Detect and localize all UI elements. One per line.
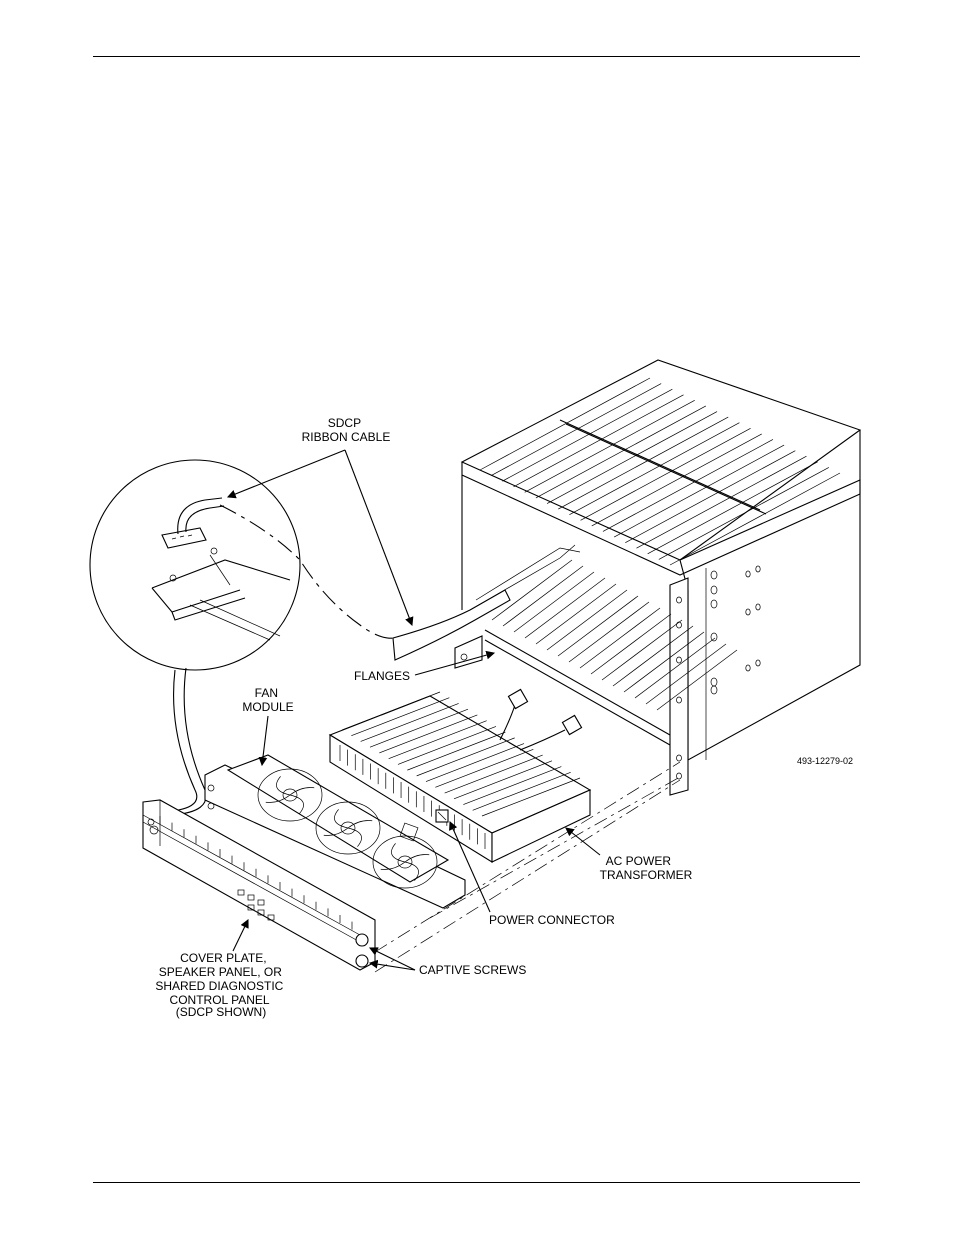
fan-icon — [372, 835, 438, 889]
transformer-rib — [388, 720, 487, 759]
shelf-top-slot — [535, 405, 707, 499]
shelf-top-slot — [613, 444, 785, 538]
card-guide — [590, 613, 672, 675]
transformer-rib — [351, 697, 450, 737]
label-cover-plate-line5: (SDCP SHOWN) — [176, 1005, 266, 1019]
card-guide — [535, 583, 617, 645]
fan-hub — [282, 788, 298, 802]
alignment-lines — [374, 761, 681, 973]
shelf-top-slot — [479, 377, 651, 471]
label-ribbon-cable-line1: SDCP — [328, 416, 361, 430]
shelf-top-slot — [636, 455, 807, 549]
card-guide — [601, 619, 683, 681]
label-fan-module: FAN MODULE — [242, 686, 293, 714]
card-guide — [491, 559, 573, 621]
shelf-top-slot — [625, 450, 796, 543]
label-cover-plate: COVER PLATE, SPEAKER PANEL, OR SHARED DI… — [155, 951, 286, 1019]
shelf-top-slot — [647, 461, 818, 555]
card-guide — [546, 589, 628, 651]
transformer-rib — [397, 726, 497, 765]
transformer-rib — [369, 708, 469, 748]
label-cover-plate-line3: SHARED DIAGNOSTIC — [155, 979, 283, 993]
shelf-top-slot — [524, 400, 695, 493]
label-power-connector: POWER CONNECTOR — [489, 913, 615, 927]
card-guide — [612, 625, 694, 687]
label-ac-power-transformer: AC POWER TRANSFORMER — [600, 854, 693, 882]
fan-blade — [289, 794, 304, 814]
card-guide — [568, 601, 650, 663]
card-guide — [557, 595, 639, 657]
card-guide — [645, 643, 727, 705]
fan-blade — [404, 861, 419, 881]
fan-icon — [315, 801, 381, 855]
transformer-rib — [472, 771, 571, 811]
card-guide — [656, 649, 738, 711]
label-flanges: FLANGES — [354, 669, 410, 683]
sdcp-ribbon-cable — [392, 544, 581, 661]
card-guide — [524, 577, 606, 639]
equipment-shelf — [454, 359, 862, 796]
transformer-rib — [341, 691, 441, 731]
shelf-top-slot — [658, 467, 829, 560]
transformer-rib — [435, 749, 534, 788]
transformer-rib — [416, 737, 515, 777]
fan-module — [204, 754, 466, 909]
shelf-top-slot — [513, 394, 684, 488]
fan-icon — [257, 768, 323, 822]
fan-blade — [265, 794, 291, 803]
fan-blade — [289, 787, 315, 796]
shelf-top-slot — [580, 427, 751, 521]
shelf-top-slot — [591, 433, 762, 527]
card-guide — [579, 607, 661, 669]
bottom-rule — [93, 1182, 860, 1183]
fan-blade — [347, 820, 373, 829]
shelf-top-slot — [546, 411, 718, 504]
transformer-rib — [481, 777, 581, 817]
ribbon-cable-detail-circle — [89, 459, 396, 816]
label-ac-power-line2: TRANSFORMER — [600, 868, 693, 882]
fan-hub — [340, 821, 356, 835]
fan-blade — [334, 809, 349, 829]
transformer-rib — [453, 760, 553, 800]
label-ribbon-cable-line2: RIBBON CABLE — [302, 430, 391, 444]
shelf-top-slot — [491, 383, 662, 476]
shelf-top-slot — [602, 439, 774, 532]
label-captive-screws: CAPTIVE SCREWS — [419, 963, 526, 977]
top-rule — [93, 56, 860, 57]
fan-blade — [323, 827, 349, 836]
label-ribbon-cable: SDCP RIBBON CABLE — [302, 416, 391, 444]
card-guide — [623, 631, 705, 693]
transformer-rib — [444, 754, 543, 794]
fan-hub — [397, 855, 413, 869]
shelf-top-slot — [502, 388, 673, 482]
label-fan-module-line2: MODULE — [242, 700, 293, 714]
shelf-top-slot — [669, 472, 841, 566]
transformer-rib — [425, 743, 525, 782]
shelf-top-slot — [569, 422, 740, 516]
label-ac-power-line1: AC POWER — [606, 854, 672, 868]
fan-blade — [276, 776, 291, 796]
label-fan-module-line1: FAN — [255, 686, 278, 700]
label-cover-plate-line2: SPEAKER PANEL, OR — [159, 965, 282, 979]
transformer-rib — [360, 703, 459, 742]
fan-blade — [391, 843, 406, 863]
card-guide — [634, 637, 716, 699]
fan-blade — [404, 854, 430, 863]
label-cover-plate-line1: COVER PLATE, — [180, 951, 266, 965]
figure-number: 493-12279-02 — [797, 756, 853, 766]
card-guide — [513, 571, 595, 633]
fan-blade — [380, 861, 406, 870]
transformer-rib — [463, 766, 562, 805]
card-guide — [502, 565, 584, 627]
transformer-rib — [379, 714, 478, 754]
label-cover-plate-line4: CONTROL PANEL — [170, 993, 270, 1007]
fan-blade — [347, 827, 362, 847]
shelf-top-slot — [558, 416, 729, 510]
callout-leaders — [226, 449, 601, 971]
transformer-rib — [407, 731, 506, 771]
